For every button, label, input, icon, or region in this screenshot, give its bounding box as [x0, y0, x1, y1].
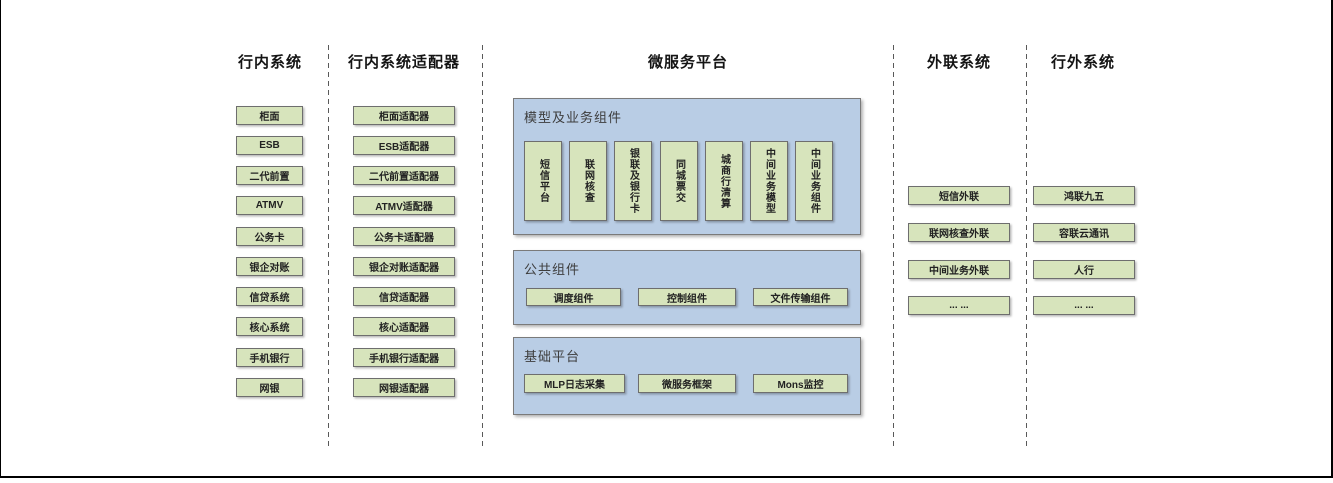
platform-component-box: 微服务框架: [638, 374, 736, 393]
adapter-box: 公务卡适配器: [353, 227, 455, 246]
dashed-divider-1: [328, 45, 329, 446]
outlink-system-box: ... ...: [908, 296, 1010, 315]
external-system-box: ... ...: [1033, 296, 1135, 315]
adapter-box: 手机银行适配器: [353, 348, 455, 367]
frame-left-border: [0, 0, 1, 478]
internal-system-box: ESB: [236, 136, 303, 155]
panel-common-components: 公共组件 调度组件 控制组件 文件传输组件: [513, 250, 861, 325]
panel-label: 基础平台: [524, 349, 581, 364]
adapter-box: 柜面适配器: [353, 106, 455, 125]
platform-component-box: 文件传输组件: [753, 288, 848, 306]
internal-system-box: 手机银行: [236, 348, 303, 367]
platform-component-box: 短信平台: [524, 141, 562, 221]
external-system-box: 鸿联九五: [1033, 186, 1135, 205]
column-heading-internal: 行内系统: [237, 54, 302, 71]
platform-component-box: Mons监控: [753, 374, 848, 393]
internal-system-box: 公务卡: [236, 227, 303, 246]
platform-component-box: 调度组件: [526, 288, 621, 306]
platform-component-box: 城商行清算: [705, 141, 743, 221]
adapter-box: 信贷适配器: [353, 287, 455, 306]
internal-system-box: 网银: [236, 378, 303, 397]
frame-bottom-border: [0, 476, 1333, 478]
adapter-box: 网银适配器: [353, 378, 455, 397]
platform-component-box: 银联及银行卡: [614, 141, 652, 221]
dashed-divider-4: [1026, 45, 1027, 446]
panel-model-business-components: 模型及业务组件 短信平台 联网核查 银联及银行卡 同城票交 城商行清算 中间业务…: [513, 98, 861, 235]
column-heading-adapter: 行内系统适配器: [347, 54, 460, 71]
platform-component-box: 同城票交: [660, 141, 698, 221]
column-heading-outlink: 外联系统: [926, 54, 991, 71]
internal-system-box: 柜面: [236, 106, 303, 125]
dashed-divider-2: [482, 45, 483, 446]
adapter-box: ATMV适配器: [353, 196, 455, 215]
platform-component-box: 中间业务模型: [750, 141, 788, 221]
outlink-system-box: 短信外联: [908, 186, 1010, 205]
adapter-box: 二代前置适配器: [353, 166, 455, 185]
frame-right-border: [1331, 0, 1333, 478]
column-heading-platform: 微服务平台: [647, 54, 728, 71]
panel-label: 公共组件: [524, 262, 581, 277]
column-heading-external: 行外系统: [1050, 54, 1115, 71]
outlink-system-box: 中间业务外联: [908, 260, 1010, 279]
panel-label: 模型及业务组件: [524, 110, 623, 125]
platform-component-box: 联网核查: [569, 141, 607, 221]
platform-component-box: 控制组件: [638, 288, 736, 306]
platform-component-box: MLP日志采集: [524, 374, 625, 393]
adapter-box: 核心适配器: [353, 317, 455, 336]
external-system-box: 人行: [1033, 260, 1135, 279]
internal-system-box: 核心系统: [236, 317, 303, 336]
internal-system-box: 银企对账: [236, 257, 303, 276]
dashed-divider-3: [893, 45, 894, 446]
internal-system-box: 二代前置: [236, 166, 303, 185]
internal-system-box: 信贷系统: [236, 287, 303, 306]
adapter-box: ESB适配器: [353, 136, 455, 155]
external-system-box: 容联云通讯: [1033, 223, 1135, 242]
outlink-system-box: 联网核查外联: [908, 223, 1010, 242]
platform-component-box: 中间业务组件: [795, 141, 833, 221]
adapter-box: 银企对账适配器: [353, 257, 455, 276]
panel-base-platform: 基础平台 MLP日志采集 微服务框架 Mons监控: [513, 337, 861, 415]
internal-system-box: ATMV: [236, 196, 303, 215]
